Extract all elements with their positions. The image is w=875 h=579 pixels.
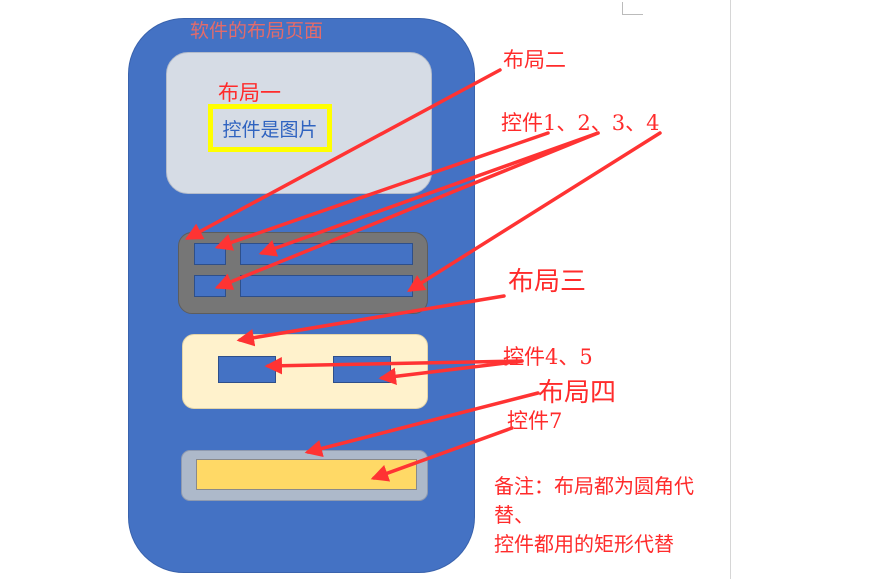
- control-7: [196, 459, 417, 490]
- control-4b: [218, 356, 276, 383]
- callout-controls-1-4: 控件1、2、3、4: [501, 111, 660, 135]
- callout-control-7: 控件7: [507, 409, 563, 433]
- page-edge-line: [730, 0, 731, 579]
- control-4: [240, 275, 413, 297]
- layout-one-label: 布局一: [218, 81, 281, 105]
- callout-layout-three: 布局三: [508, 267, 587, 297]
- control-5: [333, 356, 391, 383]
- callout-layout-two: 布局二: [503, 48, 566, 72]
- control-2: [240, 243, 413, 265]
- note-text: 备注：布局都为圆角代替、 控件都用的矩形代替: [494, 472, 730, 559]
- note-line-1: 备注：布局都为圆角代替、: [494, 474, 694, 527]
- page-title: 软件的布局页面: [190, 20, 324, 42]
- control-1: [194, 243, 226, 265]
- page-corner-mark: [622, 2, 643, 15]
- image-control-text: 控件是图片: [222, 118, 318, 141]
- callout-controls-4-5: 控件4、5: [503, 345, 593, 369]
- note-line-2: 控件都用的矩形代替: [494, 532, 674, 556]
- image-control-box: 控件是图片: [208, 104, 332, 152]
- callout-layout-four: 布局四: [538, 378, 617, 408]
- control-3: [194, 275, 226, 297]
